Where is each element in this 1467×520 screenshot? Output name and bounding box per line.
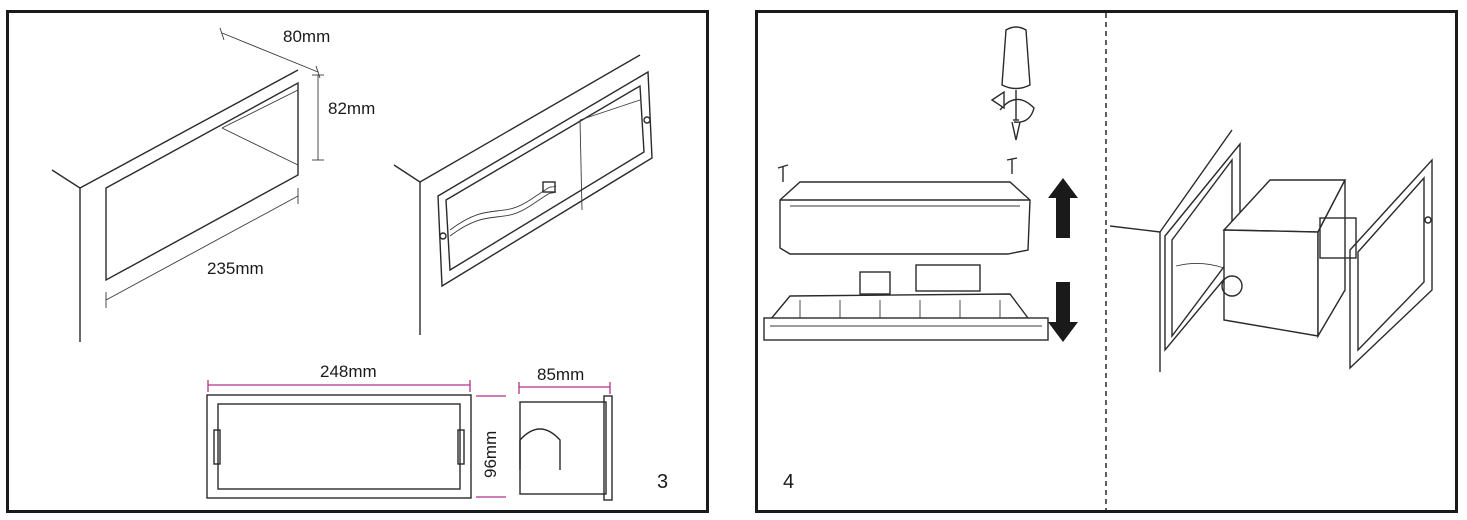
- step-3-number: 3: [657, 471, 668, 493]
- driver-base-drawing: [763, 264, 1049, 341]
- dim-box-length-label: 248mm: [320, 362, 377, 381]
- step-4-number: 4: [783, 471, 794, 493]
- assembled-fixture-drawing: [1109, 129, 1433, 372]
- dim-box-depth-label: 85mm: [537, 365, 584, 384]
- driver-cover-drawing: [779, 181, 1031, 255]
- mounting-box-in-wall-drawing: [393, 54, 653, 335]
- arrow-down-icon: [1048, 282, 1078, 342]
- box-side-view-drawing: [518, 382, 613, 501]
- dim-height-label: 82mm: [328, 99, 375, 118]
- dim-width-label: 80mm: [283, 27, 330, 46]
- wall-cutout-drawing: [51, 27, 324, 342]
- arrow-up-icon: [1048, 178, 1078, 238]
- step-3-panel: [6, 10, 709, 513]
- screws-icon: [777, 157, 1018, 182]
- dim-box-height-label: 96mm: [481, 431, 500, 478]
- dim-length-label: 235mm: [207, 259, 264, 278]
- screwdriver-icon: [990, 26, 1035, 141]
- box-front-view-drawing: [206, 380, 506, 499]
